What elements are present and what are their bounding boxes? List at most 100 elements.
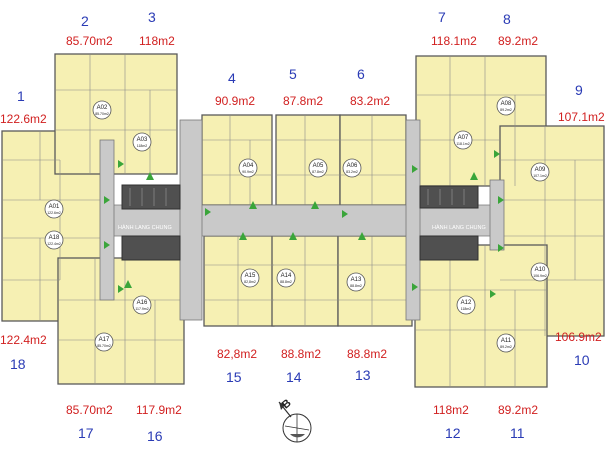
svg-text:A01: A01 (49, 204, 60, 210)
apartment-number: 11 (510, 425, 525, 441)
elevator-cores (121, 184, 479, 261)
svg-text:106.9m2: 106.9m2 (533, 274, 547, 278)
svg-text:87.8m2: 87.8m2 (312, 170, 324, 174)
room-partitions (2, 54, 604, 387)
apartment-number: 13 (355, 367, 371, 383)
svg-text:A14: A14 (281, 273, 292, 279)
apartment-number: 10 (574, 352, 590, 368)
compass-letter: B (280, 397, 294, 411)
svg-text:A11: A11 (501, 338, 512, 344)
apartment-area: 122.6m2 (0, 112, 47, 126)
svg-text:88.8m2: 88.8m2 (280, 280, 292, 284)
apartment-area: 118.1m2 (431, 34, 477, 48)
apartment-area: 117.9m2 (136, 403, 182, 417)
svg-text:A17: A17 (99, 337, 110, 343)
apartment-area: 89.2m2 (498, 403, 539, 417)
apartment-number: 18 (10, 356, 26, 372)
svg-text:A04: A04 (243, 163, 254, 169)
svg-text:A18: A18 (49, 235, 60, 241)
svg-text:82,8m2: 82,8m2 (244, 280, 256, 284)
apartment-number: 9 (575, 82, 583, 98)
corridor-label-right: HÀNH LANG CHUNG (432, 224, 486, 231)
svg-text:A06: A06 (347, 163, 358, 169)
entrance-markers (104, 150, 504, 298)
apartment-area: 88.8m2 (281, 347, 322, 361)
apartment-area: 90.9m2 (215, 94, 256, 108)
svg-text:89.2m2: 89.2m2 (500, 108, 512, 112)
apartment-area: 88.8m2 (347, 347, 388, 361)
apartment-area: 89.2m2 (498, 34, 539, 48)
svg-text:A12: A12 (461, 300, 472, 306)
apartment-area: 83.2m2 (350, 94, 391, 108)
common-corridor (99, 119, 505, 321)
svg-text:A13: A13 (351, 277, 362, 283)
apartment-area: 118m2 (433, 403, 469, 417)
apartment-area: 107.1m2 (558, 110, 605, 124)
apartment-number: 5 (289, 66, 297, 82)
apartment-area: 85.70m2 (66, 403, 113, 417)
apartment-area: 87.8m2 (283, 94, 324, 108)
apartment-number: 1 (17, 88, 25, 104)
apartment-number: 12 (445, 425, 461, 441)
svg-text:A02: A02 (97, 105, 108, 111)
svg-text:118m2: 118m2 (461, 307, 471, 311)
apartment-area: 106.9m2 (555, 330, 602, 344)
apartment-number: 2 (81, 13, 89, 29)
apartment-area: 122.4m2 (0, 333, 47, 347)
building-outline (1, 53, 605, 388)
apartment-number: 3 (148, 9, 156, 25)
apartment-number: 17 (78, 425, 94, 441)
apartment-number: 16 (147, 428, 163, 444)
apartment-number: 6 (357, 66, 365, 82)
svg-text:118.1m2: 118.1m2 (456, 142, 469, 146)
svg-text:A10: A10 (535, 267, 546, 273)
svg-text:A09: A09 (535, 167, 546, 173)
svg-text:117.9m2: 117.9m2 (135, 307, 148, 311)
svg-text:A16: A16 (137, 300, 148, 306)
apartment-area: 85.70m2 (66, 34, 113, 48)
north-compass: B (278, 397, 312, 443)
svg-text:83.2m2: 83.2m2 (346, 170, 358, 174)
apartment-number: 8 (503, 11, 511, 27)
svg-text:90.9m2: 90.9m2 (242, 170, 254, 174)
svg-text:88.8m2: 88.8m2 (350, 284, 362, 288)
svg-text:A05: A05 (313, 163, 324, 169)
apartment-number: 7 (438, 9, 446, 25)
apartment-number: 4 (228, 70, 236, 86)
svg-text:A07: A07 (458, 135, 469, 141)
corridor-label-left: HÀNH LANG CHUNG (118, 224, 172, 231)
svg-text:A08: A08 (501, 101, 512, 107)
svg-text:107.1m2: 107.1m2 (533, 174, 547, 178)
apartment-area: 118m2 (139, 34, 175, 48)
svg-text:A15: A15 (245, 273, 256, 279)
svg-text:89.2m2: 89.2m2 (500, 345, 512, 349)
svg-text:85.70m2: 85.70m2 (97, 344, 111, 348)
svg-text:85.70m2: 85.70m2 (95, 112, 109, 116)
svg-text:122.6m2: 122.6m2 (47, 211, 61, 215)
apartment-number: 14 (286, 369, 302, 385)
svg-text:A03: A03 (137, 137, 148, 143)
apartment-area: 82,8m2 (217, 347, 258, 361)
svg-text:118m2: 118m2 (137, 144, 147, 148)
svg-text:122.4m2: 122.4m2 (47, 242, 61, 246)
